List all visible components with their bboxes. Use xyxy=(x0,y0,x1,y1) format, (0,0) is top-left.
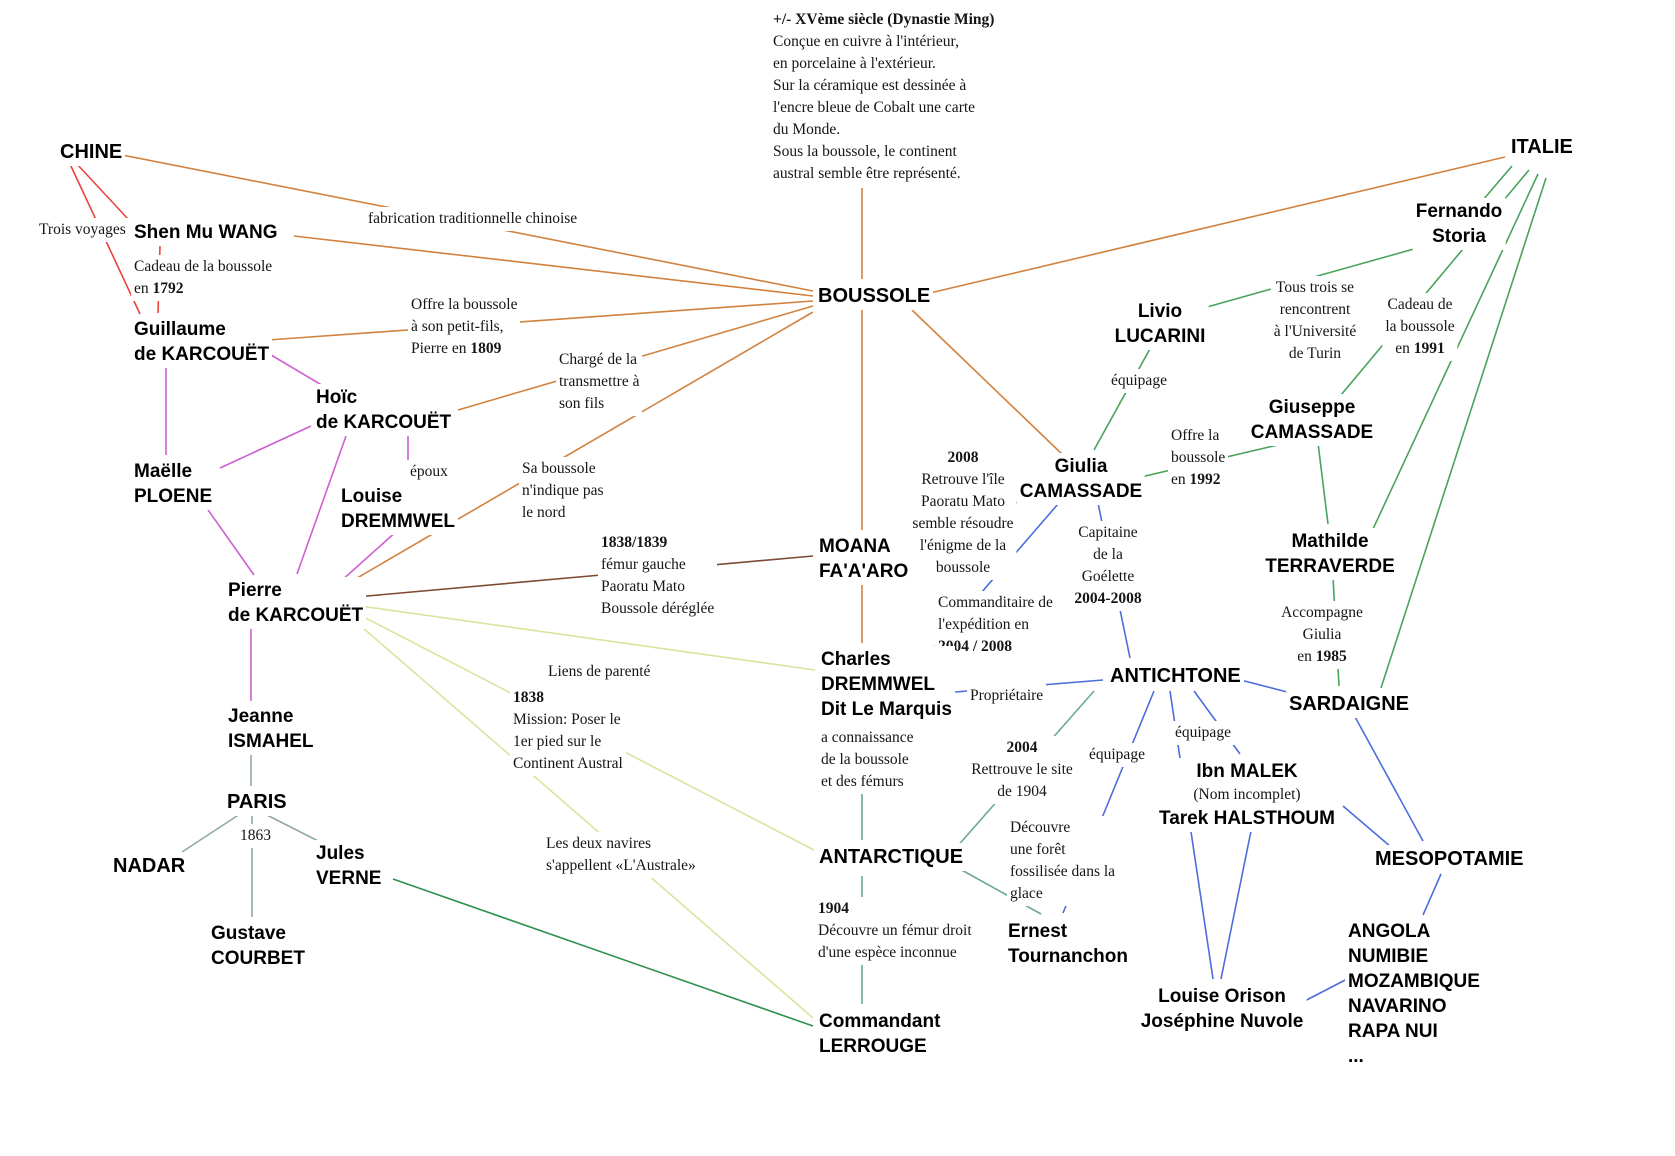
nadar: NADAR xyxy=(110,852,189,880)
edge-pierre-de-karcouet--charles-dremmwel xyxy=(359,605,816,671)
ibn-malek-tarek: Ibn MALEK(Nom incomplet)Tarek HALSTHOUM xyxy=(1156,758,1338,832)
chine: CHINE xyxy=(57,138,126,166)
sardaigne: SARDAIGNE xyxy=(1286,690,1413,718)
edge-hoic-de-karcouet--pierre-de-karcouet xyxy=(296,435,347,575)
equipage-ibn: équipage xyxy=(1172,721,1234,745)
edge-pierre-de-karcouet--commandant-lerrouge xyxy=(354,620,814,1019)
date-1863: 1863 xyxy=(237,824,274,848)
edge-maelle-ploene--hoic-de-karcouet xyxy=(219,425,312,469)
edge-paris--nadar xyxy=(181,811,244,853)
epoux: époux xyxy=(407,460,451,484)
ming-note: +/- XVème siècle (Dynastie Ming)Conçue e… xyxy=(770,8,998,186)
equipage-ernest: équipage xyxy=(1086,743,1148,767)
edge-livio-lucarini--giulia-camassade xyxy=(1093,346,1152,451)
edge-italie--sardaigne xyxy=(1380,177,1547,689)
edge-jules-verne--commandant-lerrouge xyxy=(392,878,814,1027)
italie: ITALIE xyxy=(1508,133,1576,161)
fabrication-chinoise: fabrication traditionnelle chinoise xyxy=(365,207,581,231)
edge-maelle-ploene--pierre-de-karcouet xyxy=(205,506,255,576)
edge-ibn-malek-tarek--mesopotamie xyxy=(1342,805,1392,848)
mesopotamie: MESOPOTAMIE xyxy=(1372,845,1527,873)
edge-italie--fernando-storia xyxy=(1482,165,1513,201)
edge-chine--shen-mu-wang xyxy=(75,162,129,220)
edge-guillaume-de-karcouet--hoic-de-karcouet xyxy=(265,351,331,391)
edge-boussole--giulia-camassade xyxy=(911,309,1065,457)
edge-pierre-de-karcouet--moana-faaaro xyxy=(355,555,814,598)
equipage-livio: équipage xyxy=(1108,369,1170,393)
proprietaire: Propriétaire xyxy=(967,684,1047,708)
boussole: BOUSSOLE xyxy=(815,282,934,310)
edge-mesopotamie--angola-liste xyxy=(1422,873,1442,916)
antichtone: ANTICHTONE xyxy=(1107,662,1244,690)
antarctique: ANTARCTIQUE xyxy=(816,843,967,871)
edge-ibn-malek-tarek--louise-orison xyxy=(1220,830,1252,980)
edge-shen-mu-wang--boussole xyxy=(293,235,814,297)
edge-boussole--italie xyxy=(929,156,1506,294)
edge-giuseppe-camassade--mathilde-terraverde xyxy=(1317,442,1329,525)
edge-sardaigne--mesopotamie xyxy=(1353,714,1424,842)
trois-voyages: Trois voyages xyxy=(36,218,129,242)
edge-louise-dremmwel--pierre-de-karcouet xyxy=(339,529,399,583)
paris: PARIS xyxy=(224,788,290,816)
edge-guillaume-de-karcouet--boussole xyxy=(267,300,814,341)
edge-antarctique--ernest-tournanchon xyxy=(957,867,1042,915)
shen-mu-wang: Shen Mu WANG xyxy=(131,219,281,246)
edge-pierre-de-karcouet--boussole xyxy=(339,311,814,589)
liens-de-parente: Liens de parenté xyxy=(545,660,654,684)
